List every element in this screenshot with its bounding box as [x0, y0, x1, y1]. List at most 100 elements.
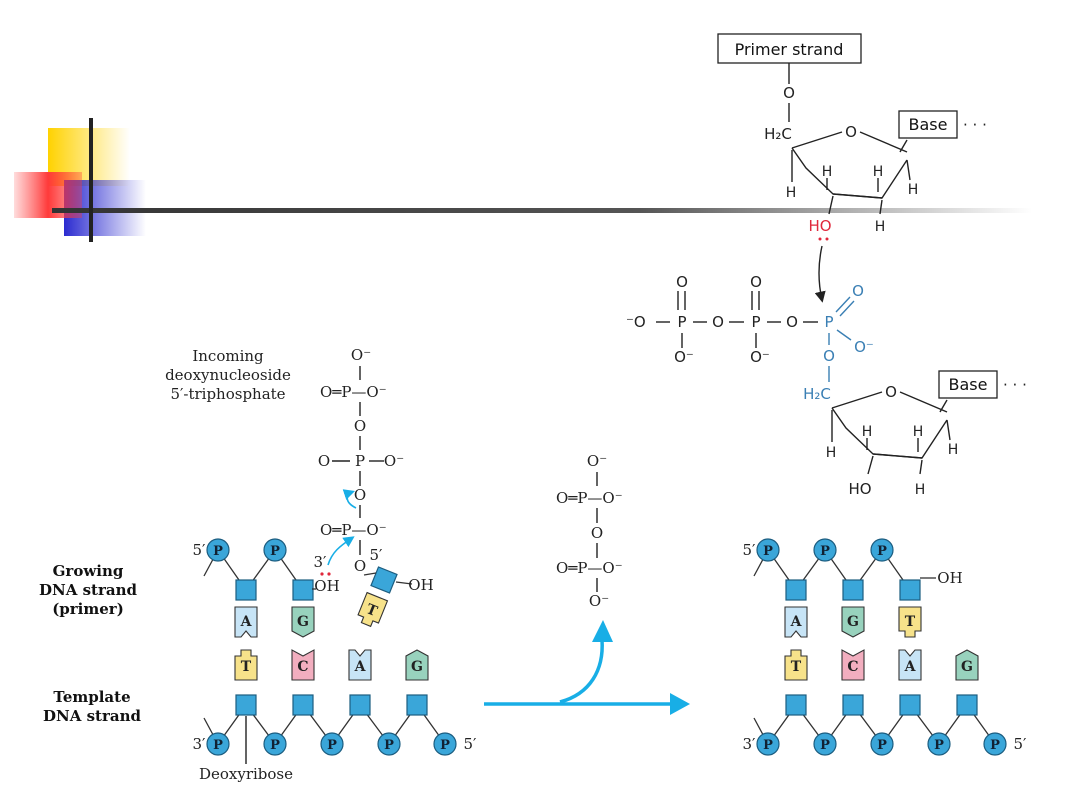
left-bottom-phosphate-1-label: P — [270, 738, 280, 753]
ppi-o-minus-top: O⁻ — [587, 452, 607, 470]
incoming-oh: OH — [408, 576, 433, 594]
pp-beta-left: O — [318, 452, 330, 470]
deoxyribose-label: Deoxyribose — [199, 765, 293, 783]
left-bottom-sugar-1 — [292, 694, 314, 716]
ppi-o-minus-bottom: O⁻ — [589, 592, 609, 610]
incoming-nucleotide: Incoming deoxynucleoside 5′-triphosphate… — [165, 346, 404, 575]
right-top-base-0 — [784, 606, 808, 638]
right-bottom-phosphate-1 — [813, 732, 837, 756]
left-top-sugar-1 — [292, 579, 314, 601]
left-bottom-backbone — [203, 703, 446, 746]
left-bottom-base-2 — [348, 649, 372, 681]
h-top-4: H — [908, 182, 919, 198]
incoming-label-3: 5′-triphosphate — [170, 385, 285, 403]
top-sugar-ring: O H H H H HO H — [786, 123, 919, 241]
left-bottom-base-0 — [234, 649, 258, 681]
left-bottom-base-3-letter: G — [411, 659, 423, 675]
left-top-phosphate-0-label: P — [213, 544, 223, 559]
atom-o-p2-top: O — [750, 273, 762, 291]
ring-o-top: O — [845, 123, 857, 141]
left-bottom-phosphate-2-label: P — [327, 738, 337, 753]
pyrophosphate: O⁻ O═P—O⁻ O O═P—O⁻ O⁻ — [556, 452, 623, 610]
left-bottom-sugar-0 — [235, 694, 257, 716]
left-top-sugar-0 — [235, 579, 257, 601]
slide-decoration — [14, 118, 1032, 242]
left-bottom-phosphate-0 — [206, 732, 230, 756]
primer-strand-label: Primer strand — [735, 40, 844, 59]
atom-o-bridge-1: O — [712, 313, 724, 331]
right-bottom-base-2 — [898, 649, 922, 681]
nucleophilic-attack-arrow — [814, 245, 826, 303]
atom-p-1: P — [677, 313, 686, 331]
atom-p-2: P — [751, 313, 760, 331]
left-top-base-1 — [291, 606, 315, 638]
ppi-p2: O═P—O⁻ — [556, 559, 623, 577]
right-top-phosphate-0-label: P — [763, 544, 773, 559]
incoming-label-2: deoxynucleoside — [165, 366, 291, 384]
right-bottom-base-0 — [784, 649, 808, 681]
h-top-3: H — [873, 164, 884, 180]
pp-beta-right: O⁻ — [384, 452, 404, 470]
left-top-5prime: 5′ — [193, 541, 207, 559]
right-top-base-0-letter: A — [790, 614, 803, 630]
strand-labels: Growing DNA strand (primer) Template DNA… — [39, 562, 293, 783]
h-bot-2: H — [862, 424, 873, 440]
right-bottom-base-2-letter: A — [904, 659, 917, 675]
incoming-label-1: Incoming — [192, 347, 264, 365]
base-box-top — [898, 110, 958, 139]
right-top-5prime: 5′ — [743, 541, 757, 559]
right-bottom-phosphate-4 — [983, 732, 1007, 756]
right-bottom-base-3-letter: G — [961, 659, 973, 675]
left-bottom-phosphate-0-label: P — [213, 738, 223, 753]
incoming-sugar — [370, 566, 398, 594]
right-bottom-phosphate-4-label: P — [990, 738, 1000, 753]
left-bottom-phosphate-4 — [433, 732, 457, 756]
right-top-phosphate-2 — [870, 538, 894, 562]
right-top-phosphate-1 — [813, 538, 837, 562]
incoming-oh-bond — [395, 581, 413, 585]
left-bottom-phosphate-2 — [320, 732, 344, 756]
pp-o-3: O — [354, 557, 366, 575]
right-bottom-sugar-3 — [956, 694, 978, 716]
left-bottom-base-0-letter: T — [241, 659, 252, 675]
right-bottom-3prime: 3′ — [743, 735, 757, 753]
ppi-p1: O═P—O⁻ — [556, 489, 623, 507]
h-bot-5: H — [915, 482, 926, 498]
left-bottom-base-1-letter: C — [297, 659, 308, 675]
triphosphate-chain: ⁻O P O O⁻ O P O O⁻ O P O O⁻ — [626, 273, 874, 403]
growing-label-2: DNA strand — [39, 581, 137, 599]
growing-label-1: Growing — [53, 562, 124, 580]
atom-o-bridge-2: O — [786, 313, 798, 331]
pp-alpha: O═P—O⁻ — [320, 521, 387, 539]
right-bottom-5prime: 5′ — [1014, 735, 1028, 753]
left-bottom-3prime: 3′ — [193, 735, 207, 753]
ppi-o-bridge: O — [591, 524, 603, 542]
right-bottom-sugar-1 — [842, 694, 864, 716]
growing-label-3: (primer) — [52, 600, 124, 618]
left-bottom-phosphate-3-label: P — [384, 738, 394, 753]
left-bottom-base-3 — [405, 649, 429, 681]
left-primer-oh: OH — [314, 577, 339, 595]
h-bot-4: H — [948, 442, 959, 458]
pp-o-2: O — [354, 486, 366, 504]
hydroxyl-ho-bottom: HO — [848, 480, 871, 498]
right-bottom-phosphate-2-label: P — [877, 738, 887, 753]
template-label-2: DNA strand — [43, 707, 141, 725]
pp-o-minus-top: O⁻ — [351, 346, 371, 364]
right-bottom-phosphate-3 — [927, 732, 951, 756]
right-bottom-phosphate-0 — [756, 732, 780, 756]
atom-o-minus-alpha: O⁻ — [854, 338, 874, 356]
lone-pair-dot-1 — [320, 572, 324, 576]
right-top-phosphate-2-label: P — [877, 544, 887, 559]
right-bottom-base-3 — [955, 649, 979, 681]
atom-h2c-bottom: H₂C — [803, 385, 831, 403]
incoming-5prime: 5′ — [370, 546, 384, 564]
right-bottom-phosphate-0-label: P — [763, 738, 773, 753]
right-top-base-1-letter: G — [847, 614, 859, 630]
right-bottom-base-0-letter: T — [791, 659, 802, 675]
pp-gamma: O═P—O⁻ — [320, 383, 387, 401]
ellipsis-bottom: · · · — [1003, 376, 1027, 394]
